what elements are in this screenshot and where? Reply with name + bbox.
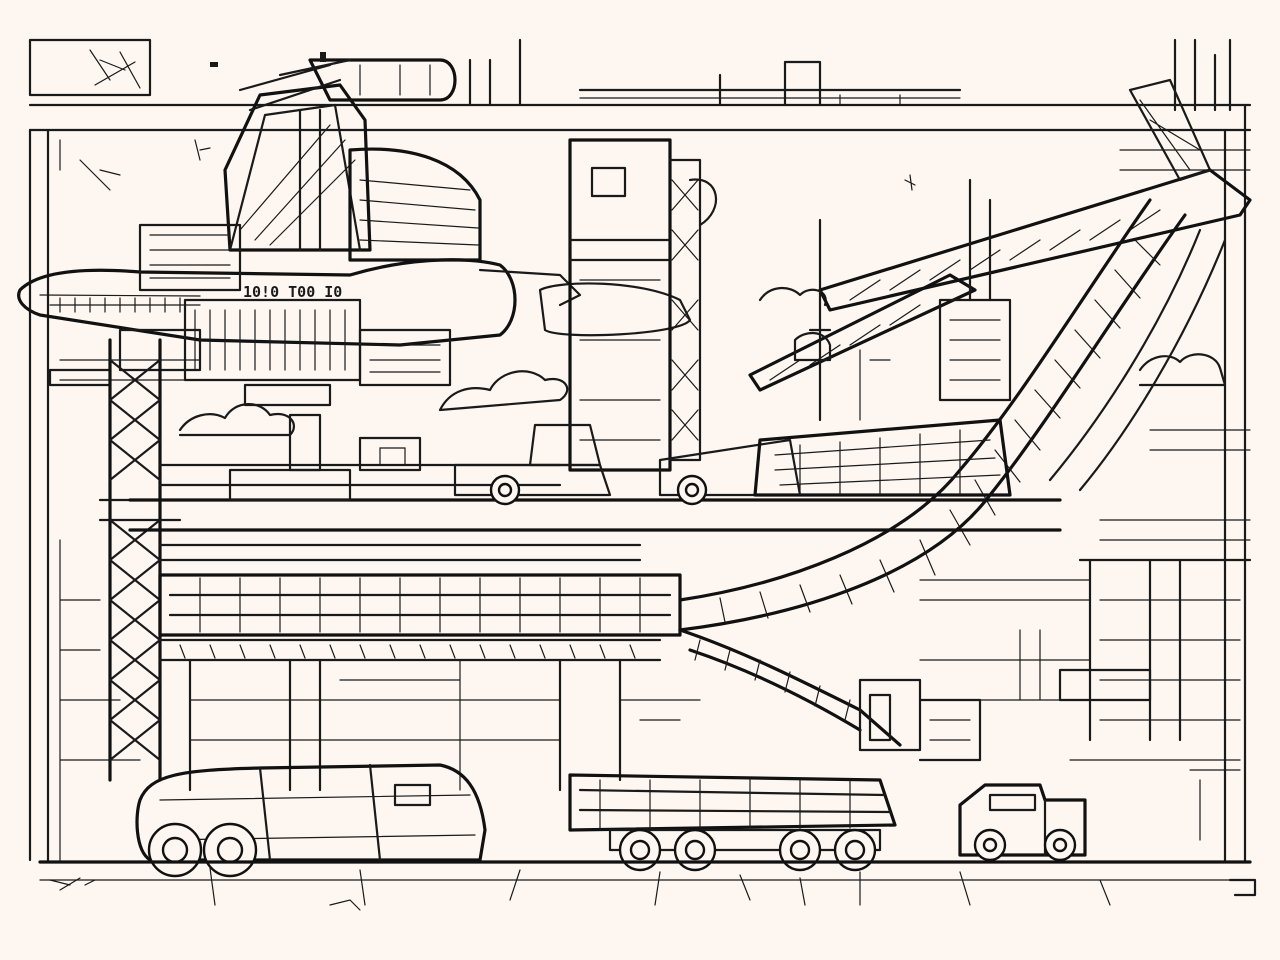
machine-label: 10!0 T00 I0 bbox=[243, 283, 342, 301]
horizontal-conveyor bbox=[158, 543, 682, 662]
clouds bbox=[178, 287, 1227, 437]
flatbed-truck bbox=[568, 773, 897, 872]
utility-truck bbox=[958, 783, 1087, 862]
background-structures bbox=[28, 38, 1252, 862]
ground bbox=[38, 860, 1257, 911]
mid-deck bbox=[128, 413, 1062, 532]
central-tower bbox=[568, 138, 718, 472]
lower-walls bbox=[188, 658, 982, 792]
large-machine: 10!0 T00 I0 bbox=[17, 58, 692, 407]
decorative-accents bbox=[194, 52, 916, 191]
right-cranes bbox=[748, 78, 1252, 422]
foreground-vehicles bbox=[135, 763, 1087, 878]
